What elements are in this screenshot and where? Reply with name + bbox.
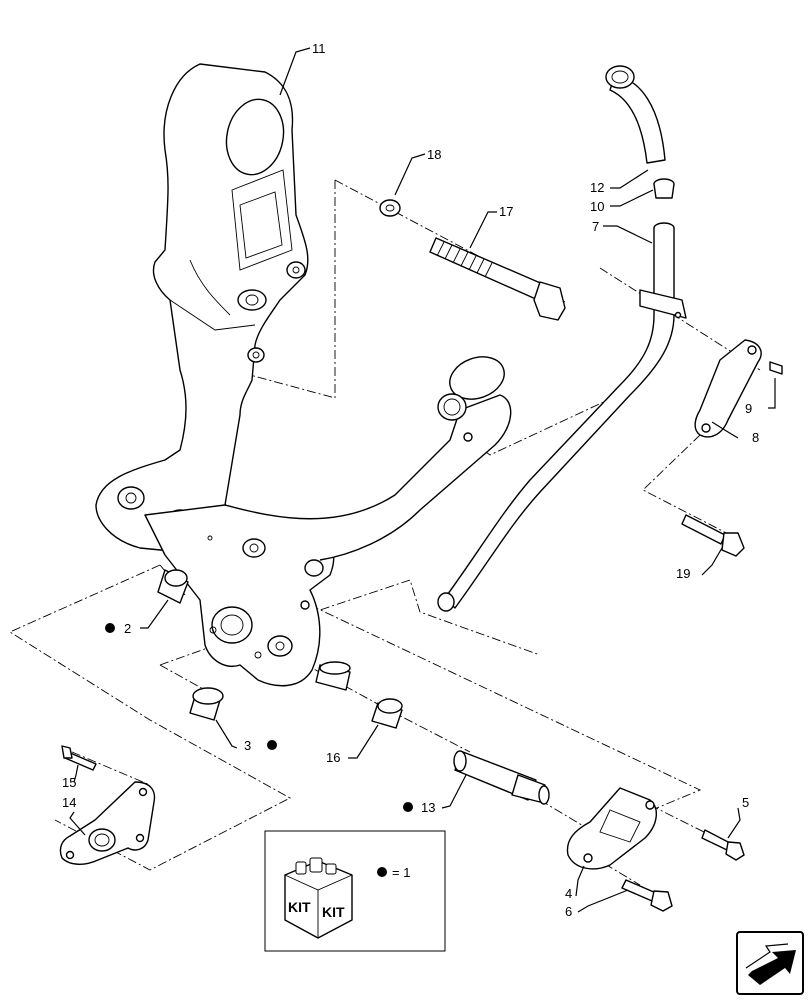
plate-part-8 <box>694 339 783 438</box>
callout-4: 4 <box>565 886 572 901</box>
kit-dot-3 <box>267 740 277 750</box>
kit-legend-box: KIT KIT = 1 <box>264 830 446 952</box>
kit-legend-text: = 1 <box>392 865 410 880</box>
callout-3: 3 <box>244 738 251 753</box>
frame-part-11 <box>95 63 309 556</box>
callout-14: 14 <box>62 795 76 810</box>
kit-markers <box>105 623 413 812</box>
bracket-part-4 <box>566 787 657 870</box>
lower-bracket <box>144 356 512 687</box>
callout-17: 17 <box>499 204 513 219</box>
callout-11: 11 <box>312 41 326 56</box>
bushings <box>157 569 403 729</box>
callout-16: 16 <box>326 750 340 765</box>
callout-6: 6 <box>565 904 572 919</box>
callout-15: 15 <box>62 775 76 790</box>
callout-9: 9 <box>745 401 752 416</box>
callout-13: 13 <box>421 800 435 815</box>
callout-7: 7 <box>592 219 599 234</box>
kit-legend-dot <box>377 867 387 877</box>
callout-10: 10 <box>590 199 604 214</box>
arrow-icon[interactable] <box>736 931 804 995</box>
bolts <box>61 199 745 912</box>
callout-2: 2 <box>124 621 131 636</box>
callout-5: 5 <box>742 795 749 810</box>
callout-12: 12 <box>590 180 604 195</box>
callout-19: 19 <box>676 566 690 581</box>
kit-dot-2 <box>105 623 115 633</box>
pin-part-13 <box>453 750 550 805</box>
pipe-assembly <box>437 65 687 612</box>
leader-lines <box>69 47 776 913</box>
callout-labels: 11 18 17 12 10 7 9 8 19 2 3 16 13 15 14 … <box>62 41 759 919</box>
plate-part-14 <box>59 781 156 865</box>
kit-dot-13 <box>403 802 413 812</box>
kit-label-right: KIT <box>322 904 345 920</box>
callout-8: 8 <box>752 430 759 445</box>
kit-label-left: KIT <box>288 899 311 915</box>
callout-18: 18 <box>427 147 441 162</box>
